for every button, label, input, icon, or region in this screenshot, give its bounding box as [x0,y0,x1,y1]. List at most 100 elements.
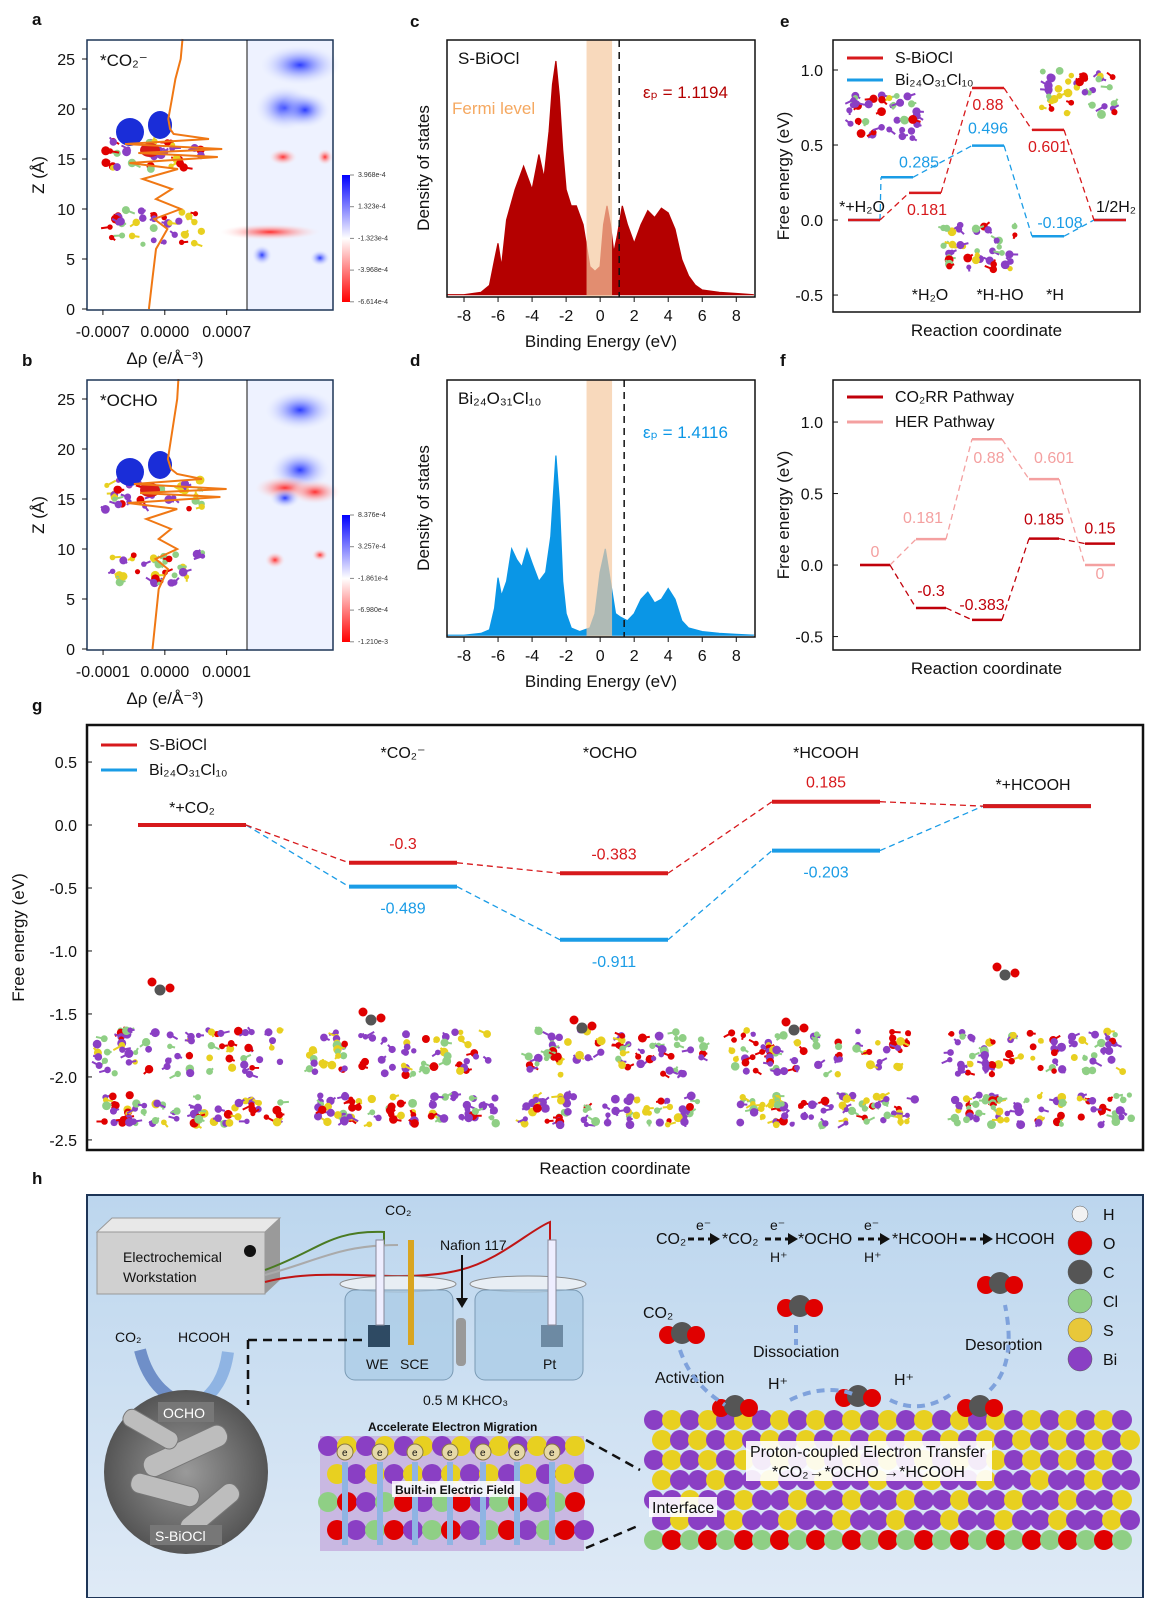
charge-profile-line [127,378,227,650]
surface-atom [824,1530,844,1550]
atom [410,1070,417,1077]
atom [556,1096,565,1105]
atom [119,1115,127,1123]
atom [110,1118,118,1127]
atom [125,1059,133,1066]
atom [1119,1068,1127,1075]
atom [842,1094,851,1103]
atom [1118,1113,1125,1121]
atom [491,1119,500,1128]
electron-ball [336,1443,354,1461]
atom [686,1091,696,1101]
atom [790,1057,799,1065]
slab-atom [356,1492,376,1512]
atom [1127,1114,1136,1123]
atom [699,1042,708,1052]
energy-value-label: 0.185 [1024,512,1064,529]
structure-bottom-2 [515,1090,701,1130]
atom [1058,1098,1067,1107]
atom [1110,100,1118,108]
atom [896,98,905,107]
y-tick-label: 0.0 [801,213,823,230]
atom [526,1065,534,1073]
annotation-label: *CO₂⁻ [100,51,148,70]
atom [451,1028,459,1037]
energy-connector [940,87,973,194]
x-tick-label: -8 [457,648,471,665]
atom [626,1116,632,1122]
atom [206,1054,214,1062]
electron-label: e [480,1448,486,1459]
atom [1045,89,1052,96]
atom [812,1036,819,1044]
slab-atom [498,1464,518,1484]
atom [905,1030,912,1037]
atom [1107,1096,1113,1102]
atom [893,116,901,124]
atom [362,1034,369,1040]
structure-top-0 [91,1026,284,1080]
slab-atom [384,1464,404,1484]
atom [950,1113,960,1123]
atom [191,218,198,226]
atom [836,1056,843,1063]
atom [730,1062,740,1071]
atom [847,120,854,127]
atom [741,1058,750,1067]
surface-atom [1066,1470,1086,1490]
atom [532,1103,542,1113]
atom [186,505,192,512]
atom [749,1108,759,1117]
y-tick-label: 0.0 [55,818,77,835]
atom [752,1067,759,1074]
atom [318,1105,327,1115]
atom [875,1040,881,1046]
structure-bottom-0 [96,1091,289,1129]
atom [127,1027,133,1033]
atom [1055,67,1064,75]
atom [388,1045,396,1054]
energy-connector [456,886,561,941]
colorbar-tick-label: 8.376e-4 [358,512,386,519]
step-co2-label: CO₂ [643,1305,673,1322]
atom-legend-label: Bi [1103,1352,1117,1369]
x-tick-label: 6 [698,308,707,325]
atom [522,1116,528,1122]
atom [1052,1058,1059,1065]
atom [664,1121,671,1128]
panel-label-f: f [780,351,786,370]
atom [813,1031,820,1038]
atom [317,1092,324,1099]
atom [909,135,916,142]
state-label: *HCOOH [793,745,859,762]
atom [380,1069,389,1078]
atom-legend-swatch [1071,1205,1089,1223]
atom [146,165,155,173]
surface-atom [860,1490,880,1510]
surface-atom [886,1510,906,1530]
schematic-panel-h: Electrochemical Workstation CO₂ Nafion 1… [86,1194,1144,1598]
charge-accumulation-region [260,45,340,85]
surface-atom [940,1510,960,1530]
y-tick-label: 20 [57,102,75,119]
atom [956,221,964,229]
we-label: WE [366,1356,389,1372]
atom [101,1118,108,1125]
surface-atom [724,1430,744,1450]
plot-frame [832,379,1141,651]
atom [483,1030,491,1038]
slab-atom [460,1520,480,1540]
atom [233,1026,243,1036]
surface-atom [1094,1530,1114,1550]
atom [799,1047,808,1056]
atom [969,1052,976,1060]
panel-label-d: d [410,351,420,370]
surface-atom [842,1410,862,1430]
atom [1058,1121,1064,1127]
atom [140,1108,147,1115]
atom [457,1029,464,1036]
atom [1078,1036,1087,1045]
atom [646,1110,652,1116]
atom [450,1090,459,1100]
